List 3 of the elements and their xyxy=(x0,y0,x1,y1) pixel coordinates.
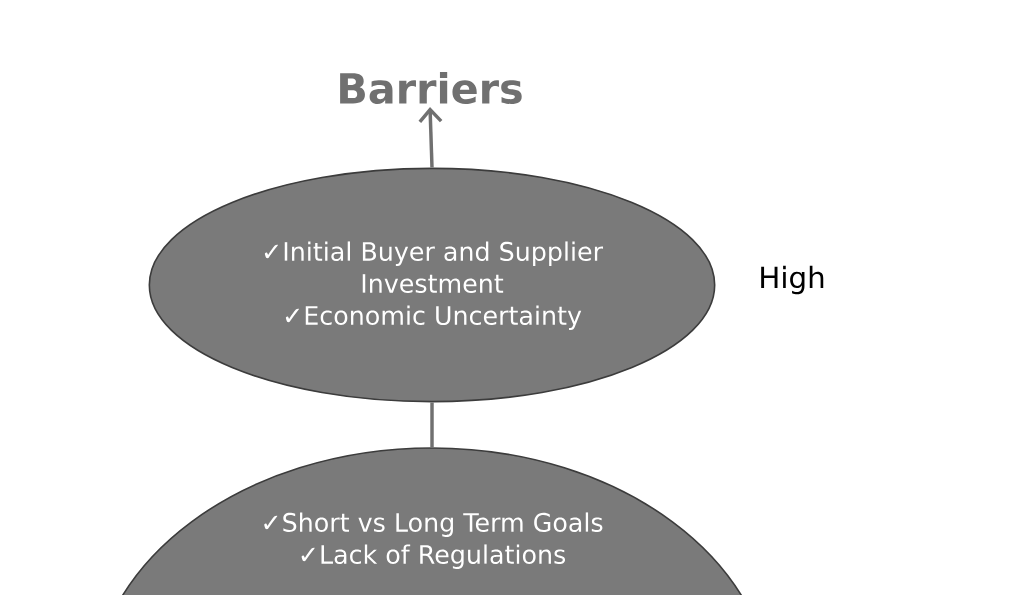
arrow xyxy=(418,106,443,168)
level-label: High xyxy=(761,265,824,295)
heading-text: Barriers xyxy=(340,72,522,104)
